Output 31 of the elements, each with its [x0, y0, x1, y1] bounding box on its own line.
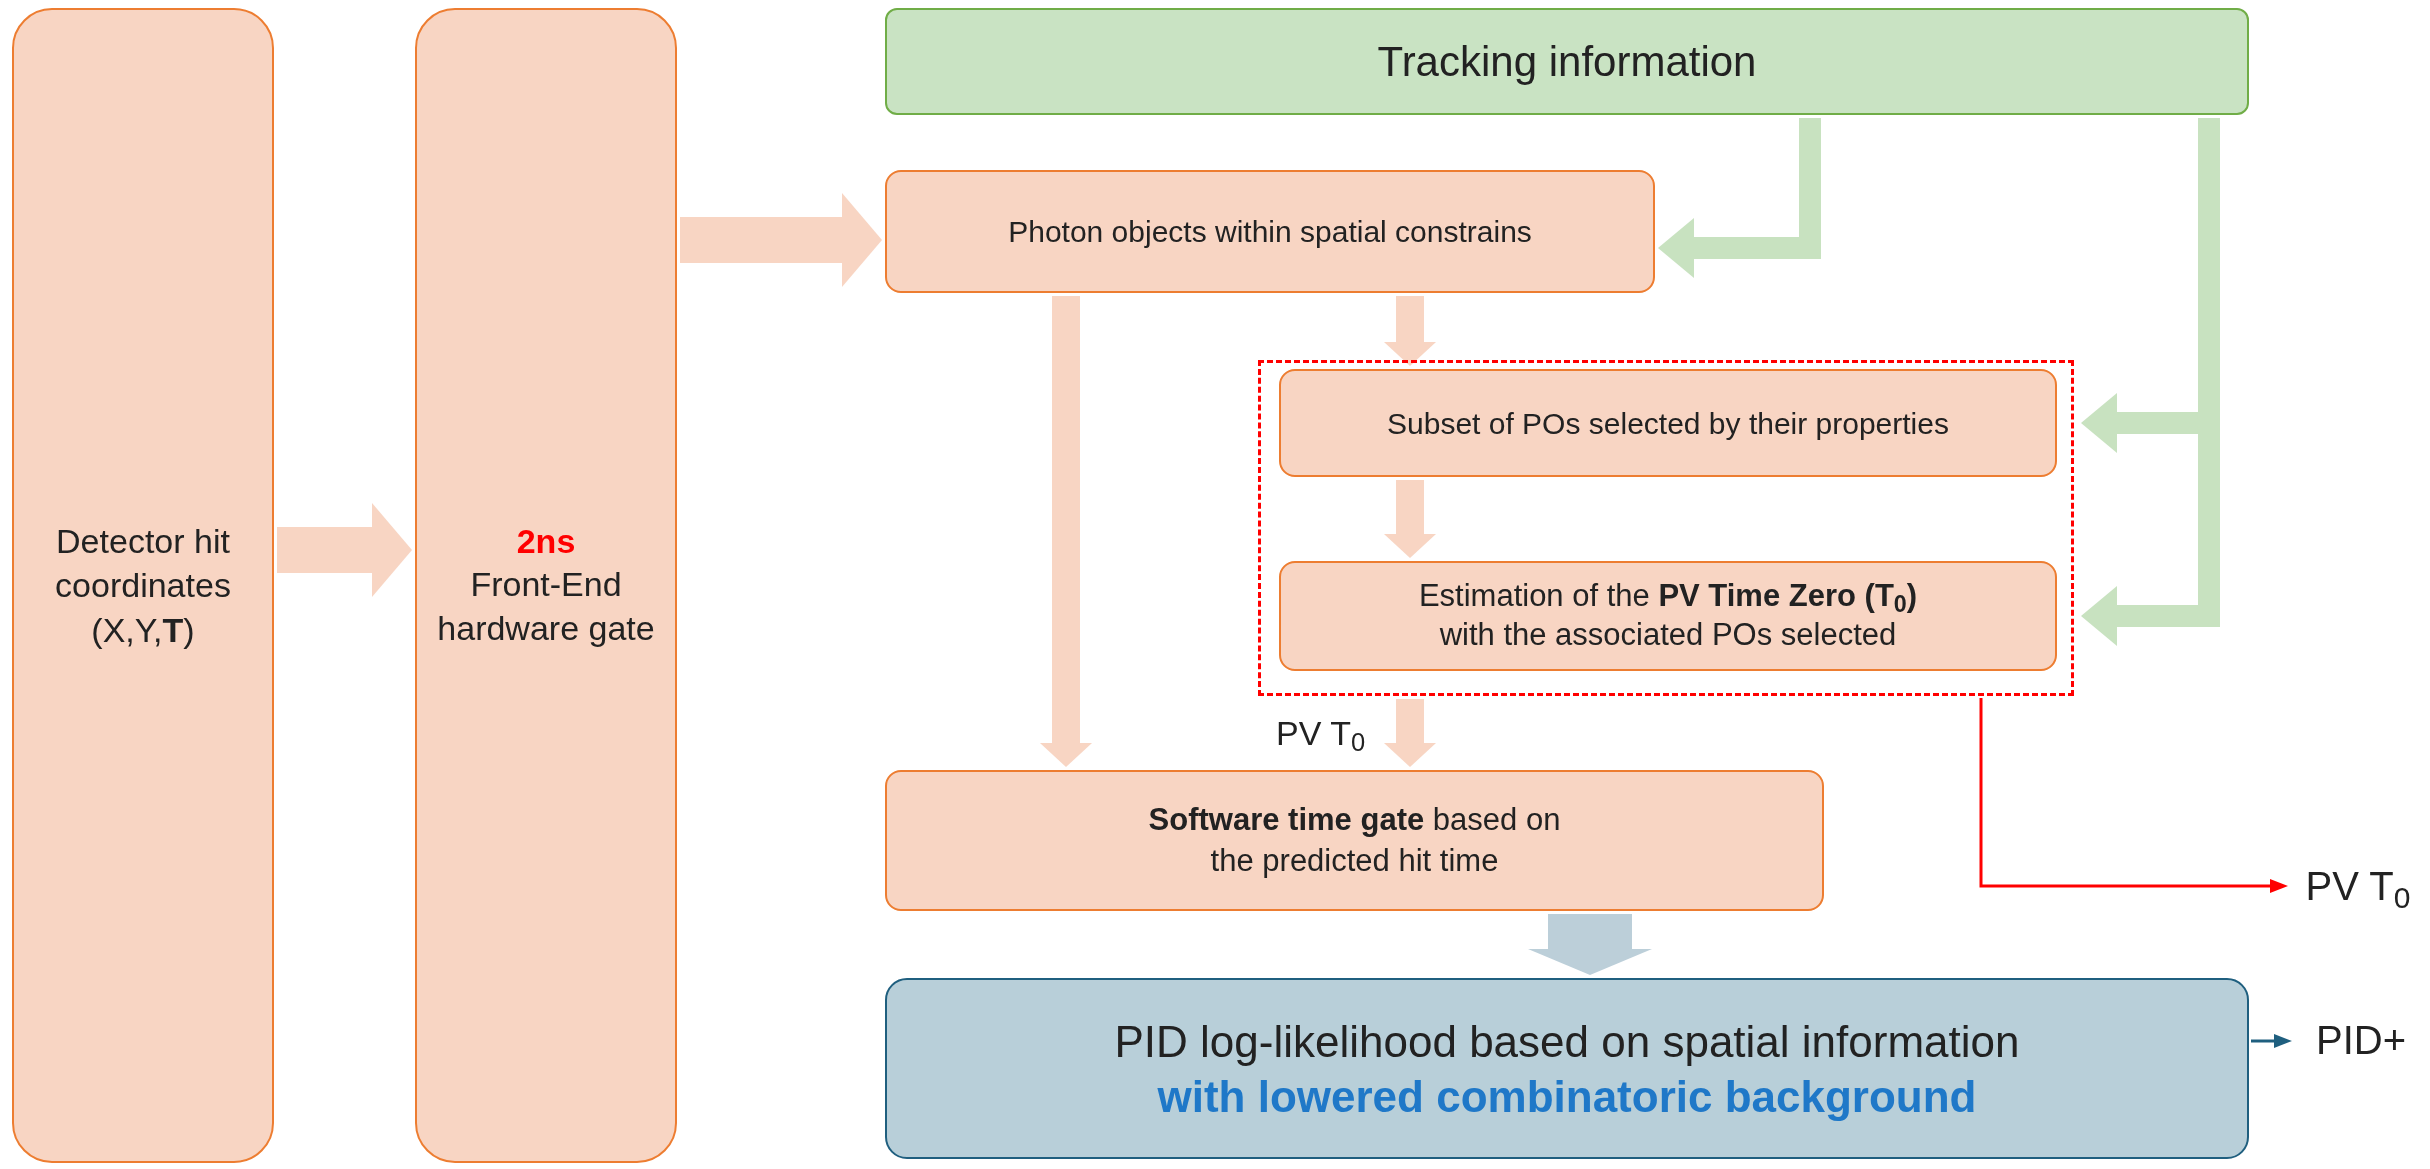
node-text: Estimation of the PV Time Zero (T$_{0}$) with the associated POs selected [1417, 577, 1919, 654]
node-text: Front-End hardware gate [436, 563, 656, 649]
node-text: PV T$_{0}$ [2305, 863, 2411, 916]
input-box [885, 8, 2249, 115]
arrow [277, 503, 412, 597]
arrow [1384, 296, 1436, 366]
arrow [1658, 118, 1821, 278]
node-text: Software time gate based on the predicted hit time [1147, 801, 1562, 880]
node-text: Photon objects within spatial constrains [1008, 214, 1532, 250]
node-text: Tracking information [1377, 37, 1757, 87]
node-text: 2ns [516, 520, 576, 562]
process-box [12, 8, 274, 1163]
arrow [1528, 914, 1652, 975]
group-frame [1258, 360, 2074, 696]
arrow [680, 193, 882, 287]
node-text: with lowered combinatoric background [1157, 1070, 1977, 1123]
arrow [1384, 699, 1436, 767]
process-box [415, 8, 677, 1163]
process-box [1279, 369, 2057, 477]
node-text: Subset of POs selected by their properties [1387, 405, 1949, 442]
process-box [885, 770, 1824, 911]
node-text: PID log-likelihood based on spatial information [1114, 1015, 2020, 1068]
arrow [1979, 698, 2288, 893]
arrow [1384, 480, 1436, 558]
arrow [2251, 1034, 2292, 1048]
process-box [885, 170, 1655, 293]
node-text: PID+ [2315, 1017, 2406, 1064]
process-box [1279, 561, 2057, 671]
arrow [1040, 296, 1092, 767]
output-box [885, 978, 2249, 1159]
node-text: Detector hit coordinates (X,Y,T) [54, 521, 232, 651]
